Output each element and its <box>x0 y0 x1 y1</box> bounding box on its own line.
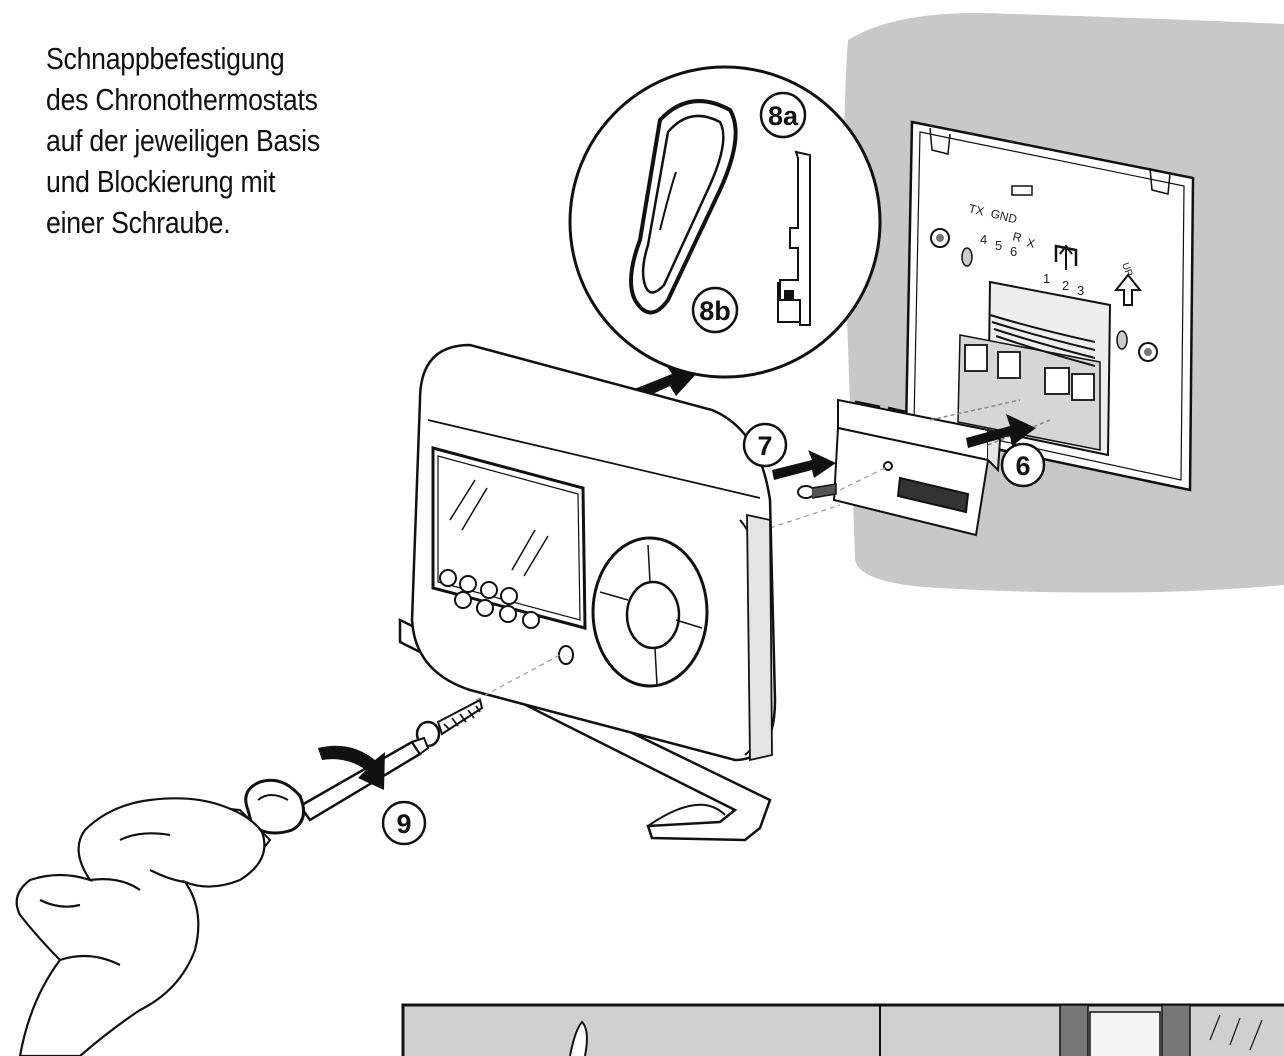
hand <box>15 797 266 1056</box>
terminal-label-1: 1 <box>1043 271 1050 286</box>
terminal-label-gnd: GND <box>989 206 1019 226</box>
terminal-labels: TX GND R X 4 5 6 1 2 3 UP <box>967 201 1134 298</box>
rotation-arrow <box>318 745 385 790</box>
terminal-label-r: R <box>1011 229 1023 245</box>
step-callout-9: 9 <box>381 800 427 846</box>
step-number-9: 9 <box>396 809 411 839</box>
connector-screw <box>769 467 886 529</box>
arrow-step-7 <box>772 450 836 480</box>
instruction-caption: Schnappbefestigung des Chronothermostats… <box>46 38 356 243</box>
terminal-label-tx: TX <box>967 201 985 218</box>
terminal-label-3: 3 <box>1077 283 1084 298</box>
caption-line-2: des Chronothermostats <box>46 82 318 117</box>
caption-line-5: einer Schraube. <box>46 205 231 240</box>
wall-base-plate <box>904 120 1195 492</box>
bottom-preview-panel <box>401 1003 1284 1056</box>
arrow-step-6 <box>966 414 1036 448</box>
terminal-label-up: UP <box>1119 261 1134 278</box>
terminal-label-4: 4 <box>980 232 987 247</box>
step-callout-8b: 8b <box>691 286 739 334</box>
step-callout-7: 7 <box>742 422 788 468</box>
step-number-8a: 8a <box>768 101 799 131</box>
caption-line-3: auf der jeweiligen Basis <box>46 123 320 158</box>
caption-line-1: Schnappbefestigung <box>46 41 285 76</box>
step-number-8b: 8b <box>699 296 731 326</box>
terminal-label-x: X <box>1025 235 1036 251</box>
chronothermostat-unit <box>398 343 777 842</box>
step-number-7: 7 <box>757 431 772 461</box>
step-number-6: 6 <box>1015 451 1030 481</box>
step-callout-8a: 8a <box>759 91 807 139</box>
button-cluster <box>439 569 540 629</box>
terminal-label-6: 6 <box>1010 244 1017 259</box>
terminal-label-5: 5 <box>995 238 1002 253</box>
detail-zoom-circle <box>568 65 882 379</box>
connector-block <box>832 398 1051 537</box>
step-callout-6: 6 <box>1000 442 1046 488</box>
terminal-label-2: 2 <box>1062 278 1069 293</box>
caption-line-4: und Blockierung mit <box>46 164 276 199</box>
